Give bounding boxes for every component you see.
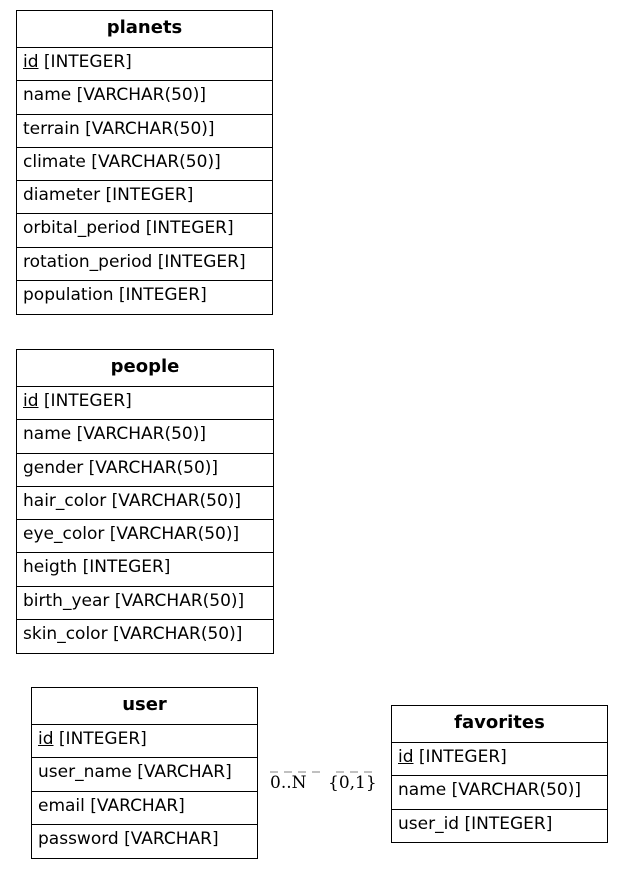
field-name: user_id <box>398 813 460 834</box>
field-row: heigth [INTEGER] <box>17 553 273 587</box>
field-name: climate <box>23 151 86 172</box>
field-type: [VARCHAR(50)] <box>85 151 221 172</box>
field-type: [VARCHAR] <box>118 828 219 849</box>
entity-title-user: user <box>32 688 257 725</box>
field-name: user_name <box>38 762 132 783</box>
field-type: [VARCHAR(50)] <box>446 780 582 801</box>
field-name: hair_color <box>23 490 107 511</box>
field-type: [INTEGER] <box>38 391 132 411</box>
field-row: name [VARCHAR(50)] <box>17 81 272 115</box>
field-row: id [INTEGER] <box>392 743 607 777</box>
entity-user: user id [INTEGER] user_name [VARCHAR] em… <box>31 687 258 859</box>
field-type: [VARCHAR(50)] <box>83 457 219 478</box>
field-row: id [INTEGER] <box>17 387 273 421</box>
field-row: hair_color [VARCHAR(50)] <box>17 487 273 521</box>
field-row: birth_year [VARCHAR(50)] <box>17 587 273 621</box>
field-row: population [INTEGER] <box>17 281 272 314</box>
field-row: user_name [VARCHAR] <box>32 758 257 792</box>
field-name: heigth <box>23 557 78 578</box>
cardinality-user-side: 0..N <box>270 773 307 793</box>
field-type: [INTEGER] <box>53 729 147 749</box>
field-type: [VARCHAR(50)] <box>109 590 245 611</box>
field-name: password <box>38 828 119 849</box>
field-name: terrain <box>23 118 80 139</box>
field-row: skin_color [VARCHAR(50)] <box>17 620 273 653</box>
field-type: [INTEGER] <box>413 747 507 767</box>
field-name: name <box>398 780 447 801</box>
field-row: rotation_period [INTEGER] <box>17 248 272 282</box>
field-name: orbital_period <box>23 218 141 239</box>
field-row: id [INTEGER] <box>17 48 272 82</box>
field-row: id [INTEGER] <box>32 725 257 759</box>
field-row: climate [VARCHAR(50)] <box>17 148 272 182</box>
field-row: password [VARCHAR] <box>32 825 257 858</box>
field-type: [INTEGER] <box>140 218 234 239</box>
entity-title-favorites: favorites <box>392 706 607 743</box>
field-name: diameter <box>23 185 101 206</box>
primary-key-name: id <box>38 729 54 749</box>
field-type: [VARCHAR(50)] <box>71 85 207 106</box>
field-type: [VARCHAR(50)] <box>107 624 243 645</box>
field-row: gender [VARCHAR(50)] <box>17 454 273 487</box>
field-name: name <box>23 424 72 445</box>
field-name: population <box>23 285 114 306</box>
field-row: user_id [INTEGER] <box>392 810 607 843</box>
field-name: rotation_period <box>23 251 153 272</box>
relation-user-favorites: 0..N {0,1} <box>270 771 378 793</box>
entity-title-planets: planets <box>17 11 272 48</box>
field-type: [INTEGER] <box>38 52 132 72</box>
field-name: gender <box>23 457 84 478</box>
field-row: name [VARCHAR(50)] <box>17 420 273 454</box>
field-row: terrain [VARCHAR(50)] <box>17 115 272 148</box>
field-type: [INTEGER] <box>459 813 553 834</box>
field-name: name <box>23 85 72 106</box>
entity-planets: planets id [INTEGER] name [VARCHAR(50)] … <box>16 10 273 315</box>
field-name: birth_year <box>23 590 110 611</box>
cardinality-favorites-side: {0,1} <box>328 773 377 793</box>
entity-title-people: people <box>17 350 273 387</box>
primary-key-name: id <box>23 391 39 411</box>
field-type: [INTEGER] <box>152 251 246 272</box>
entity-favorites: favorites id [INTEGER] name [VARCHAR(50)… <box>391 705 608 843</box>
entity-people: people id [INTEGER] name [VARCHAR(50)] g… <box>16 349 274 654</box>
field-row: name [VARCHAR(50)] <box>392 776 607 810</box>
field-type: [INTEGER] <box>100 185 194 206</box>
primary-key-name: id <box>398 747 414 767</box>
field-name: skin_color <box>23 624 108 645</box>
field-type: [INTEGER] <box>77 557 171 578</box>
field-row: eye_color [VARCHAR(50)] <box>17 520 273 554</box>
field-type: [VARCHAR(50)] <box>71 424 207 445</box>
field-row: email [VARCHAR] <box>32 792 257 825</box>
field-row: diameter [INTEGER] <box>17 181 272 215</box>
field-type: [VARCHAR(50)] <box>106 490 242 511</box>
field-name: email <box>38 795 85 816</box>
field-row: orbital_period [INTEGER] <box>17 214 272 248</box>
field-type: [VARCHAR(50)] <box>79 118 215 139</box>
field-type: [VARCHAR] <box>84 795 185 816</box>
primary-key-name: id <box>23 52 39 72</box>
field-type: [INTEGER] <box>113 285 207 306</box>
field-name: eye_color <box>23 524 105 545</box>
field-type: [VARCHAR(50)] <box>104 524 240 545</box>
field-type: [VARCHAR] <box>131 762 232 783</box>
